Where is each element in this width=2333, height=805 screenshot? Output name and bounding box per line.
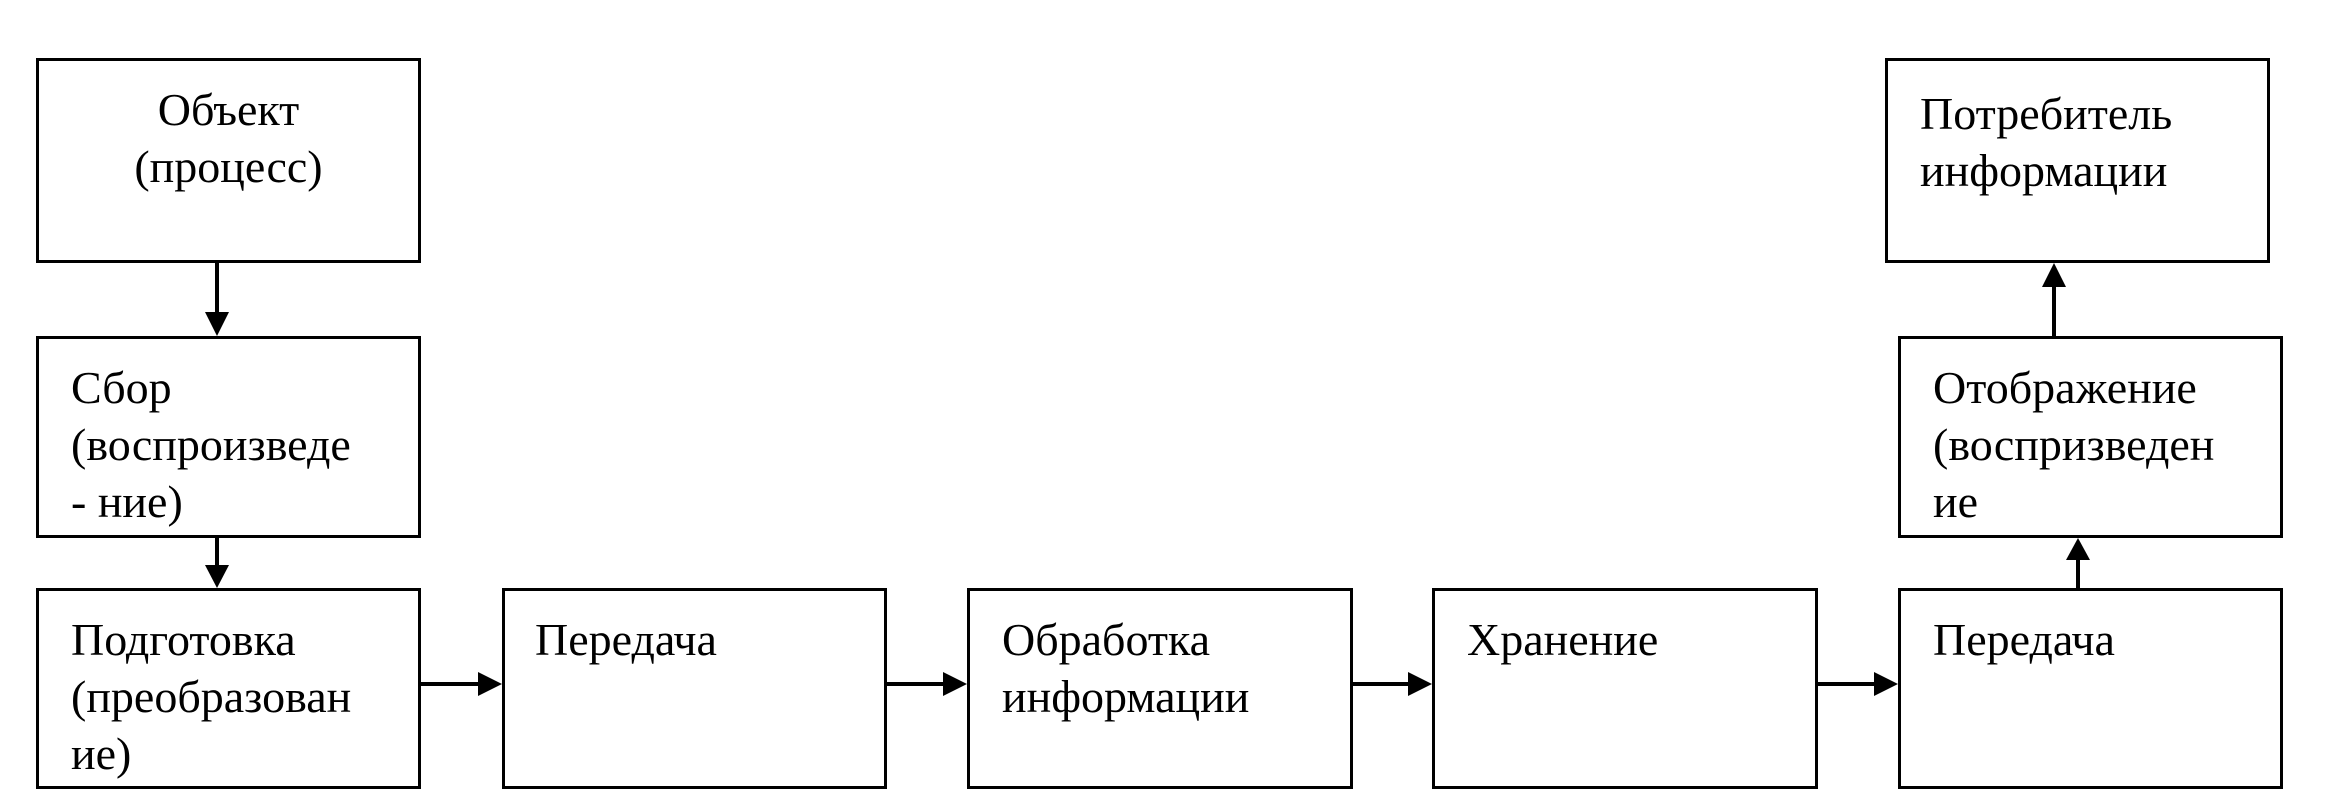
arrow-collection-to-preparation [205, 538, 229, 588]
node-label: Передача [535, 614, 717, 665]
arrow-preparation-to-transfer [421, 672, 502, 696]
node-label: Сбор (воспроизведе - ние) [71, 362, 351, 527]
node-display: Отображение (воспризведен ие [1898, 336, 2283, 538]
arrow-object-to-collection [205, 263, 229, 336]
node-preparation: Подготовка (преобразован ие) [36, 588, 421, 789]
node-label: Объект (процесс) [134, 84, 323, 192]
node-information-consumer: Потребитель информации [1885, 58, 2270, 263]
node-transfer-1: Передача [502, 588, 887, 789]
arrow-transfer-to-processing [887, 672, 967, 696]
arrow-storage-to-transfer [1818, 672, 1898, 696]
node-label: Обработка информации [1002, 614, 1250, 722]
arrow-transfer-to-display [2066, 538, 2090, 588]
node-label: Хранение [1467, 614, 1659, 665]
arrow-display-to-consumer [2042, 263, 2066, 336]
node-label: Подготовка (преобразован ие) [71, 614, 352, 779]
node-label: Потребитель информации [1920, 88, 2173, 196]
node-information-processing: Обработка информации [967, 588, 1353, 789]
node-label: Передача [1933, 614, 2115, 665]
arrow-processing-to-storage [1353, 672, 1432, 696]
node-collection: Сбор (воспроизведе - ние) [36, 336, 421, 538]
node-label: Отображение (воспризведен ие [1933, 362, 2215, 527]
node-storage: Хранение [1432, 588, 1818, 789]
node-transfer-2: Передача [1898, 588, 2283, 789]
node-object-process: Объект (процесс) [36, 58, 421, 263]
